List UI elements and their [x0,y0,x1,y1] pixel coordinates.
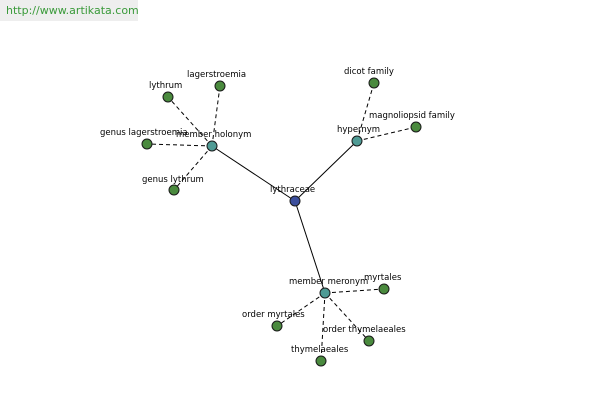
edge-member-holonym-to-genus-lagerstroemia [146,143,213,147]
label-magnoliopsid-family: magnoliopsid family [369,111,455,121]
node-magnoliopsid-family[interactable] [410,121,422,133]
node-member-holonym[interactable] [206,140,218,152]
label-order-thymelaeales: order thymelaeales [323,325,406,335]
node-lythrum[interactable] [162,91,174,103]
graph-labels: lythraceae member holonym hypernym member m… [100,67,455,355]
edge-member-meronym-to-order-thymelaeales [324,292,370,342]
node-member-meronym[interactable] [319,287,331,299]
node-thymelaeales[interactable] [315,355,327,367]
site-url-link[interactable]: http://www.artikata.com [6,4,139,17]
label-dicot-family: dicot family [344,67,394,77]
label-genus-lythrum: genus lythrum [142,175,204,185]
node-order-myrtales[interactable] [271,320,283,332]
node-hypernym[interactable] [351,135,363,147]
edge-hypernym-to-dicot-family [356,82,375,142]
node-lagerstroemia[interactable] [214,80,226,92]
edge-lythraceae-to-hypernym [294,140,358,202]
label-member-meronym: member meronym [289,277,368,287]
label-hypernym: hypernym [337,125,380,135]
label-lagerstroemia: lagerstroemia [187,70,246,80]
node-order-thymelaeales[interactable] [363,335,375,347]
label-thymelaeales: thymelaeales [291,345,349,355]
edge-lythraceae-to-member-meronym [294,200,326,294]
label-order-myrtales: order myrtales [242,310,305,320]
node-genus-lagerstroemia[interactable] [141,138,153,150]
edge-member-holonym-to-lagerstroemia [211,85,221,147]
url-bar: http://www.artikata.com [0,0,139,21]
graph-edges [146,82,417,362]
node-myrtales[interactable] [378,283,390,295]
edge-member-meronym-to-myrtales [324,288,385,294]
edge-member-meronym-to-thymelaeales [320,292,326,362]
label-lythraceae: lythraceae [270,185,315,195]
graph-nodes [141,77,422,367]
label-myrtales: myrtales [364,273,402,283]
edge-hypernym-to-magnoliopsid-family [356,126,417,142]
edge-lythraceae-to-member-holonym [211,145,296,202]
edge-member-holonym-to-lythrum [167,96,213,147]
node-lythraceae[interactable] [289,195,301,207]
edge-member-meronym-to-order-myrtales [276,292,326,327]
edge-member-holonym-to-genus-lythrum [173,145,213,191]
label-genus-lagerstroemia: genus lagerstroemia [100,128,188,138]
label-lythrum: lythrum [149,81,182,91]
node-genus-lythrum[interactable] [168,184,180,196]
label-member-holonym: member holonym [176,130,251,140]
node-dicot-family[interactable] [368,77,380,89]
